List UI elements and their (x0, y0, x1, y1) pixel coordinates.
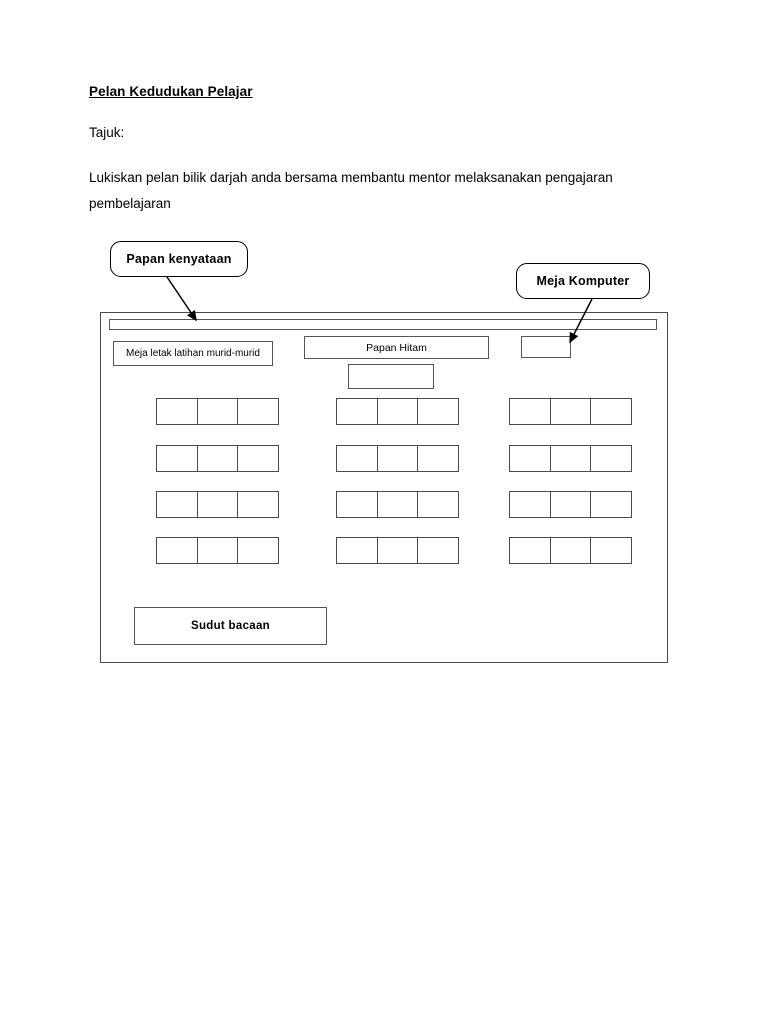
desk-seat[interactable] (551, 399, 592, 424)
desk-seat[interactable] (591, 399, 631, 424)
notice-board[interactable] (109, 319, 657, 330)
desk-seat[interactable] (337, 492, 378, 517)
desk-seat[interactable] (238, 446, 278, 471)
desk-seat[interactable] (238, 492, 278, 517)
desk-seat[interactable] (198, 446, 239, 471)
page-title: Pelan Kedudukan Pelajar (89, 84, 253, 99)
desk-seat[interactable] (378, 492, 419, 517)
document-text-block: Pelan Kedudukan Pelajar Tajuk: Lukiskan … (89, 84, 689, 217)
classroom-outline: Papan Hitam Meja letak latihan murid-mur… (100, 312, 668, 663)
callout-label: Meja Komputer (536, 274, 630, 288)
student-desk-grid (101, 313, 667, 662)
desk-group-r2-c2[interactable] (336, 445, 459, 472)
desk-seat[interactable] (510, 446, 551, 471)
desk-seat[interactable] (157, 446, 198, 471)
blackboard[interactable]: Papan Hitam (304, 336, 489, 359)
desk-seat[interactable] (157, 538, 198, 563)
desk-seat[interactable] (157, 399, 198, 424)
desk-seat[interactable] (378, 538, 419, 563)
desk-group-r3-c3[interactable] (509, 491, 632, 518)
desk-seat[interactable] (418, 446, 458, 471)
reading-corner[interactable]: Sudut bacaan (134, 607, 327, 645)
desk-seat[interactable] (238, 538, 278, 563)
computer-desk[interactable] (521, 336, 571, 358)
desk-seat[interactable] (198, 538, 239, 563)
desk-seat[interactable] (591, 538, 631, 563)
desk-seat[interactable] (198, 492, 239, 517)
callout-meja-komputer[interactable]: Meja Komputer (516, 263, 650, 299)
desk-group-r2-c3[interactable] (509, 445, 632, 472)
desk-seat[interactable] (337, 446, 378, 471)
desk-seat[interactable] (418, 399, 458, 424)
teacher-desk[interactable] (348, 364, 434, 389)
desk-seat[interactable] (418, 538, 458, 563)
desk-seat[interactable] (378, 399, 419, 424)
desk-group-r3-c2[interactable] (336, 491, 459, 518)
callout-label: Papan kenyataan (126, 252, 232, 266)
desk-group-r3-c1[interactable] (156, 491, 279, 518)
desk-seat[interactable] (238, 399, 278, 424)
desk-group-r4-c2[interactable] (336, 537, 459, 564)
desk-seat[interactable] (510, 492, 551, 517)
desk-seat[interactable] (198, 399, 239, 424)
desk-seat[interactable] (591, 492, 631, 517)
desk-group-r1-c3[interactable] (509, 398, 632, 425)
desk-seat[interactable] (418, 492, 458, 517)
blackboard-label: Papan Hitam (366, 341, 427, 354)
desk-seat[interactable] (551, 446, 592, 471)
desk-seat[interactable] (157, 492, 198, 517)
desk-seat[interactable] (510, 399, 551, 424)
instruction-text: Lukiskan pelan bilik darjah anda bersama… (89, 170, 613, 211)
student-work-table[interactable]: Meja letak latihan murid-murid (113, 341, 273, 366)
desk-seat[interactable] (337, 538, 378, 563)
desk-group-r1-c2[interactable] (336, 398, 459, 425)
desk-seat[interactable] (337, 399, 378, 424)
desk-seat[interactable] (551, 492, 592, 517)
desk-group-r4-c1[interactable] (156, 537, 279, 564)
student-work-table-label: Meja letak latihan murid-murid (126, 348, 260, 359)
desk-seat[interactable] (591, 446, 631, 471)
callout-papan-kenyataan[interactable]: Papan kenyataan (110, 241, 248, 277)
subject-label: Tajuk: (89, 125, 125, 140)
desk-group-r4-c3[interactable] (509, 537, 632, 564)
desk-seat[interactable] (510, 538, 551, 563)
desk-group-r1-c1[interactable] (156, 398, 279, 425)
desk-seat[interactable] (378, 446, 419, 471)
reading-corner-label: Sudut bacaan (190, 620, 270, 632)
desk-seat[interactable] (551, 538, 592, 563)
desk-group-r2-c1[interactable] (156, 445, 279, 472)
